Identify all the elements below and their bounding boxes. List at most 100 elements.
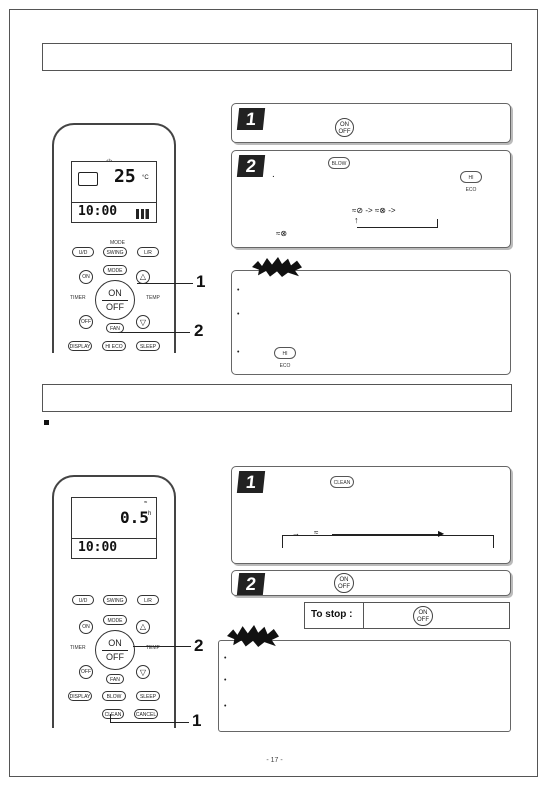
sleep-button[interactable]: SLEEP: [136, 341, 160, 351]
on-label: ON: [108, 288, 122, 298]
fan-button[interactable]: FAN: [106, 323, 124, 333]
lcd-unit: °C: [142, 175, 149, 181]
cancel-button[interactable]: CANCEL: [134, 709, 158, 719]
clean-button-icon: CLEAN: [330, 476, 354, 488]
off-label: OFF: [106, 302, 124, 312]
step-number: 2: [236, 573, 266, 595]
step-number: 1: [236, 471, 266, 493]
hi-eco-button[interactable]: HI ECO: [102, 341, 126, 351]
step-number: 2: [236, 155, 266, 177]
bottom-remote: ≈ 0.5 h 10:00 U/D SWING L/R MODE ON △ TI…: [52, 475, 176, 728]
lcd-time: 10:00: [78, 204, 118, 219]
mode-button[interactable]: MODE: [103, 265, 127, 275]
callout-bottom-1: 1: [192, 711, 202, 730]
callout-line-top-2: [118, 332, 190, 333]
ud-button[interactable]: U/D: [72, 595, 94, 605]
clean-flow-arrow: [332, 534, 442, 535]
top-note-box: • • • HI ECO: [231, 257, 511, 375]
on-off-divider: [102, 300, 128, 301]
fan-speed-sequence: ≈⊘ -> ≈⊗ ->: [352, 206, 396, 215]
bullet-icon: •: [224, 677, 227, 684]
bottom-step-1-box: 1 CLEAN ▶ → ≈: [231, 466, 511, 564]
fan-mid-icon: ≈⊗: [374, 206, 386, 215]
step-number: 1: [236, 108, 266, 130]
clean-flow-bracket: [282, 535, 494, 548]
lcd-unit: h: [148, 511, 152, 517]
big-on-off-button[interactable]: ON OFF: [95, 280, 135, 320]
temp-label: TEMP: [146, 645, 160, 651]
lcd-value: 0.5: [120, 508, 149, 527]
temp-down-icon[interactable]: ▽: [136, 315, 150, 329]
page-frame: [9, 9, 538, 777]
sleep-button[interactable]: SLEEP: [136, 691, 160, 701]
top-remote: ⏻ 25 °C 10:00 MODE U/D SWING L/R MODE ON…: [52, 123, 176, 353]
bullet-icon: •: [237, 349, 240, 356]
big-on-off-button[interactable]: ON OFF: [95, 630, 135, 670]
lcd-clean-icon: ≈: [144, 500, 148, 506]
clean-flow-arrow-head-icon: ▶: [438, 529, 445, 538]
temp-up-icon[interactable]: △: [136, 620, 150, 634]
hi-eco-button-icon: HI ECO: [274, 347, 296, 369]
lcd-temperature: 25: [114, 166, 136, 187]
swing-button[interactable]: SWING: [103, 595, 127, 605]
callout-top-1: 1: [196, 272, 206, 291]
cycle-arrow: [357, 219, 438, 228]
off-label: OFF: [106, 652, 124, 662]
screen-icon: [78, 172, 98, 186]
display-button[interactable]: DISPLAY: [68, 691, 92, 701]
mode-button[interactable]: MODE: [103, 615, 127, 625]
bottom-section-header: [42, 384, 512, 412]
to-stop-label: To stop :: [311, 609, 353, 620]
bullet-dot: .: [272, 169, 275, 180]
off-button[interactable]: OFF: [79, 315, 93, 329]
clean-mode-icon: ≈: [314, 528, 319, 537]
bullet-icon: •: [237, 311, 240, 318]
display-button[interactable]: DISPLAY: [68, 341, 92, 351]
square-bullet-icon: [44, 420, 49, 425]
top-section-header: [42, 43, 512, 71]
callout-bottom-2: 2: [194, 636, 204, 655]
on-button[interactable]: ON: [79, 620, 93, 634]
temp-up-icon[interactable]: △: [136, 270, 150, 284]
lr-button[interactable]: L/R: [137, 247, 159, 257]
fan-high-icon: ≈⊗: [276, 229, 288, 238]
callout-line-top-1: [137, 283, 193, 284]
lr-button[interactable]: L/R: [137, 595, 159, 605]
clean-flow-start-arrow-icon: →: [292, 529, 300, 538]
page-number: - 17 -: [266, 757, 283, 764]
blow-button[interactable]: BLOW: [102, 691, 126, 701]
mode-group-label: MODE: [110, 240, 125, 246]
bullet-icon: •: [237, 287, 240, 294]
callout-line-bottom-1: [110, 714, 189, 723]
clean-button[interactable]: CLEAN: [102, 709, 124, 719]
to-stop-divider: [363, 603, 364, 628]
on-off-divider: [102, 650, 128, 651]
bottom-remote-lcd: ≈ 0.5 h 10:00: [71, 497, 157, 559]
fan-button[interactable]: FAN: [106, 674, 124, 684]
on-button[interactable]: ON: [79, 270, 93, 284]
top-remote-lcd: 25 °C 10:00: [71, 161, 157, 223]
cycle-arrow-head-icon: ↑: [354, 215, 359, 225]
lcd-time: 10:00: [78, 540, 118, 555]
temp-down-icon[interactable]: ▽: [136, 665, 150, 679]
lcd-divider: [72, 202, 156, 203]
temp-label: TEMP: [146, 295, 160, 301]
lcd-divider: [72, 538, 156, 539]
callout-line-bottom-2: [133, 646, 191, 647]
swing-button[interactable]: SWING: [103, 247, 127, 257]
top-step-2-box: 2 BLOW . HI ECO ≈⊘ -> ≈⊗ -> ↑ ≈⊗: [231, 150, 511, 248]
bullet-icon: •: [224, 655, 227, 662]
ud-button[interactable]: U/D: [72, 247, 94, 257]
blow-button-icon: BLOW: [328, 157, 350, 169]
timer-label: TIMER: [70, 295, 86, 301]
bullet-icon: •: [224, 703, 227, 710]
hi-eco-button-icon: HI ECO: [460, 171, 482, 193]
off-button[interactable]: OFF: [79, 665, 93, 679]
bottom-note-box: • • •: [218, 625, 511, 732]
